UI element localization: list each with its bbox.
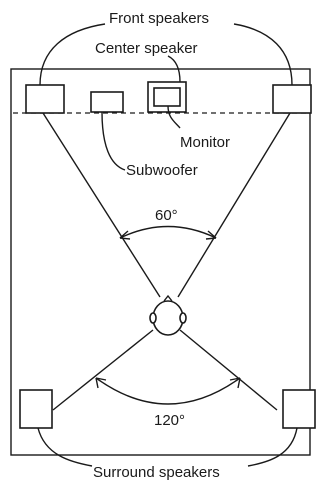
room-outline bbox=[10, 68, 311, 456]
surround-left-speaker bbox=[19, 389, 53, 429]
angle-60-arrow-left bbox=[119, 230, 131, 240]
listener-head bbox=[149, 294, 187, 336]
front-left-speaker bbox=[25, 84, 65, 114]
surround-right-speaker bbox=[282, 389, 316, 429]
front-left-callout bbox=[39, 23, 106, 86]
monitor-label: Monitor bbox=[180, 134, 230, 151]
front-right-speaker bbox=[272, 84, 312, 114]
center-callout bbox=[167, 55, 181, 83]
surround-speakers-label: Surround speakers bbox=[93, 464, 220, 481]
monitor-callout bbox=[167, 105, 181, 129]
subwoofer bbox=[90, 91, 124, 113]
angle-120-arc bbox=[95, 377, 241, 405]
subwoofer-callout bbox=[101, 111, 126, 171]
front-speakers-label: Front speakers bbox=[109, 10, 209, 27]
angle-120-arrow-left bbox=[95, 377, 107, 389]
front-right-line bbox=[177, 112, 291, 298]
front-right-callout bbox=[233, 23, 293, 86]
angle-60-arrow-right bbox=[205, 230, 217, 240]
surround-right-callout bbox=[247, 427, 298, 467]
monitor-screen bbox=[153, 87, 181, 107]
subwoofer-label: Subwoofer bbox=[126, 162, 198, 179]
angle-120-label: 120° bbox=[154, 412, 185, 429]
angle-60-arc bbox=[119, 225, 217, 239]
center-speaker-label: Center speaker bbox=[95, 40, 198, 57]
surround-left-callout bbox=[37, 427, 93, 467]
angle-120-arrow-right bbox=[229, 377, 241, 389]
angle-60-label: 60° bbox=[155, 207, 178, 224]
surround-right-line bbox=[179, 329, 278, 411]
surround-left-line bbox=[52, 329, 154, 411]
front-left-line bbox=[42, 112, 161, 298]
